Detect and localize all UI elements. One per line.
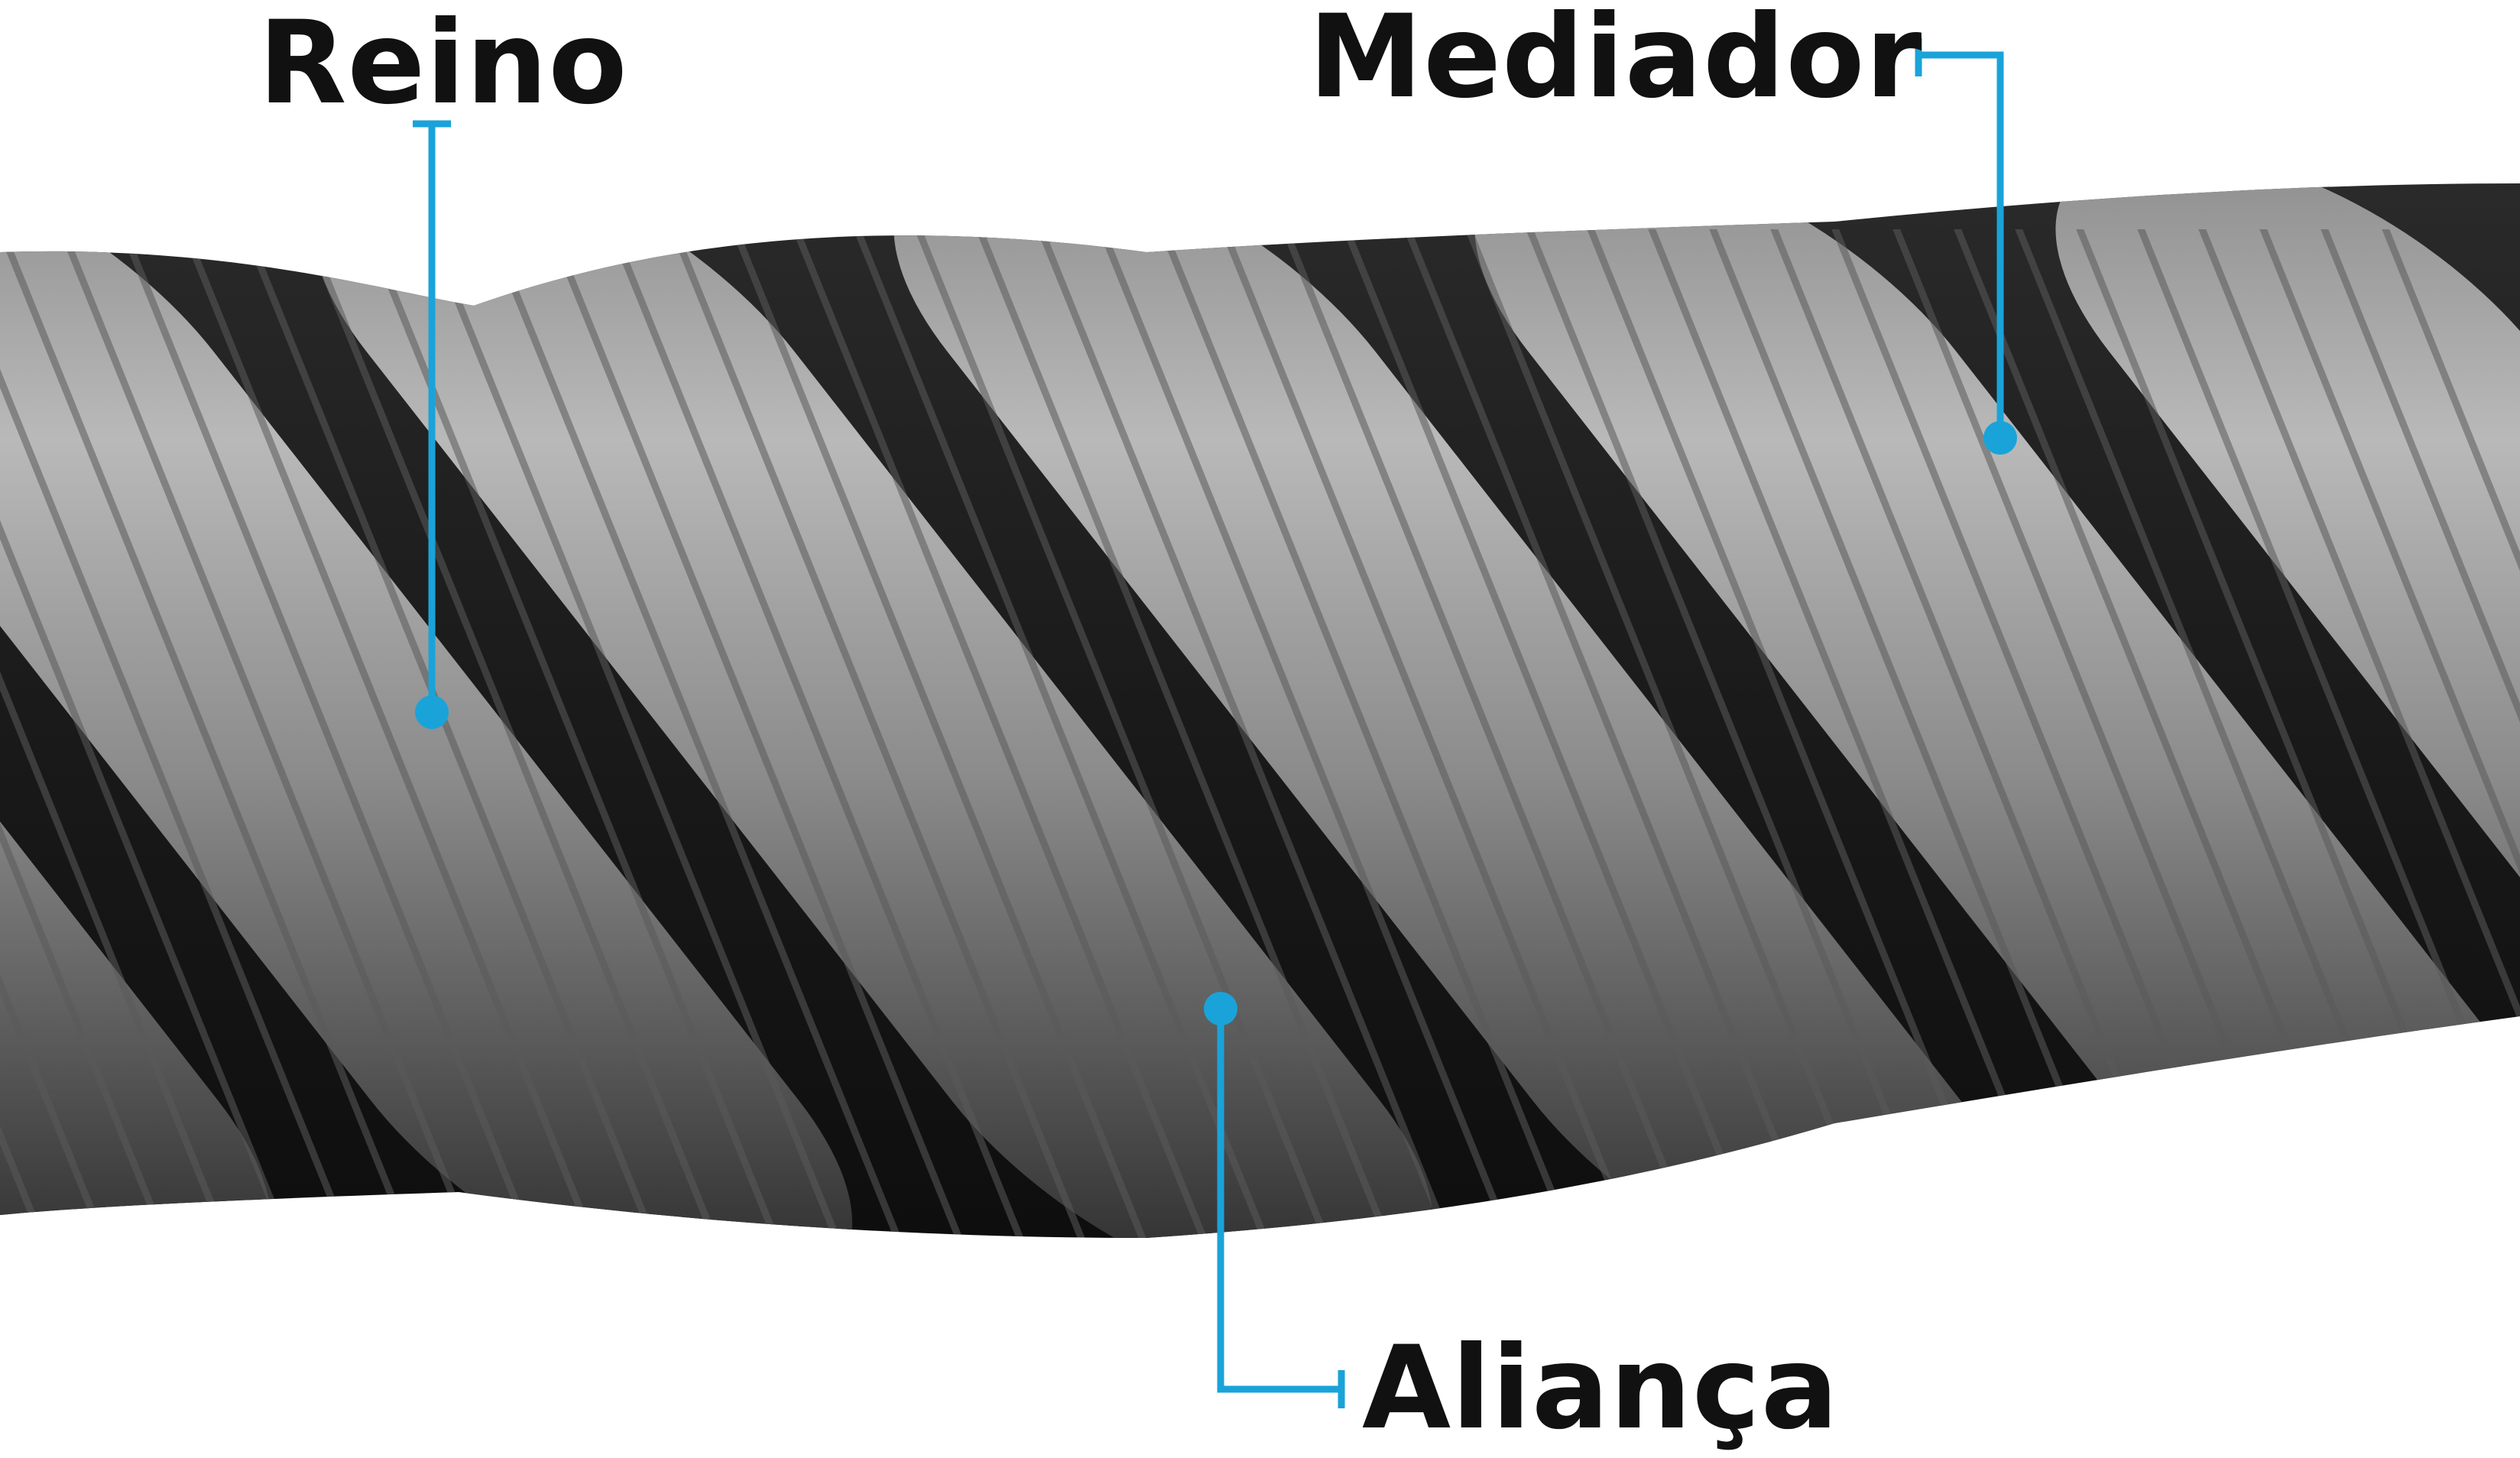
label-alianca: Aliança	[1362, 1322, 1840, 1455]
callout-mediador	[1915, 38, 2004, 438]
label-reino: Reino	[258, 0, 628, 130]
callout-alianca	[1217, 1009, 1345, 1408]
rope-strands	[0, 183, 2520, 1238]
callout-alianca-line	[1217, 1009, 1341, 1393]
callout-reino	[413, 120, 451, 712]
callout-mediador-line	[1918, 51, 2004, 438]
callout-alianca-dot	[1204, 992, 1237, 1025]
callout-mediador-dot	[1983, 421, 2017, 455]
label-mediador: Mediador	[1309, 0, 1923, 124]
callout-reino-dot	[415, 695, 449, 729]
